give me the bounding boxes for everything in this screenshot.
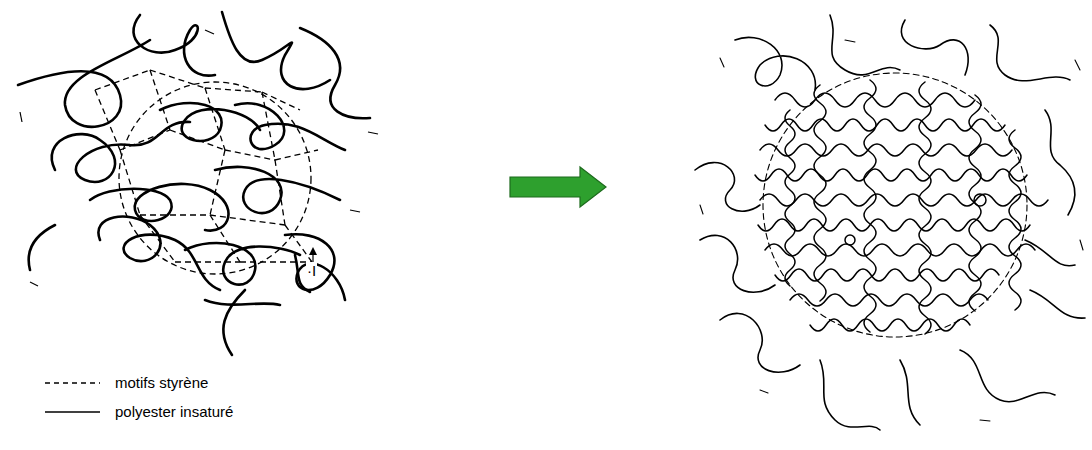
- right-network: [695, 15, 1085, 430]
- legend-dashed-sample: [45, 382, 100, 383]
- initiator-label: ·I: [306, 262, 317, 280]
- legend-solid-sample: [45, 411, 100, 413]
- legend-text: polyester insaturé: [115, 403, 233, 421]
- legend-text: motifs styrène: [115, 374, 208, 392]
- left-network: [18, 12, 378, 355]
- transformation-arrow: [510, 167, 606, 207]
